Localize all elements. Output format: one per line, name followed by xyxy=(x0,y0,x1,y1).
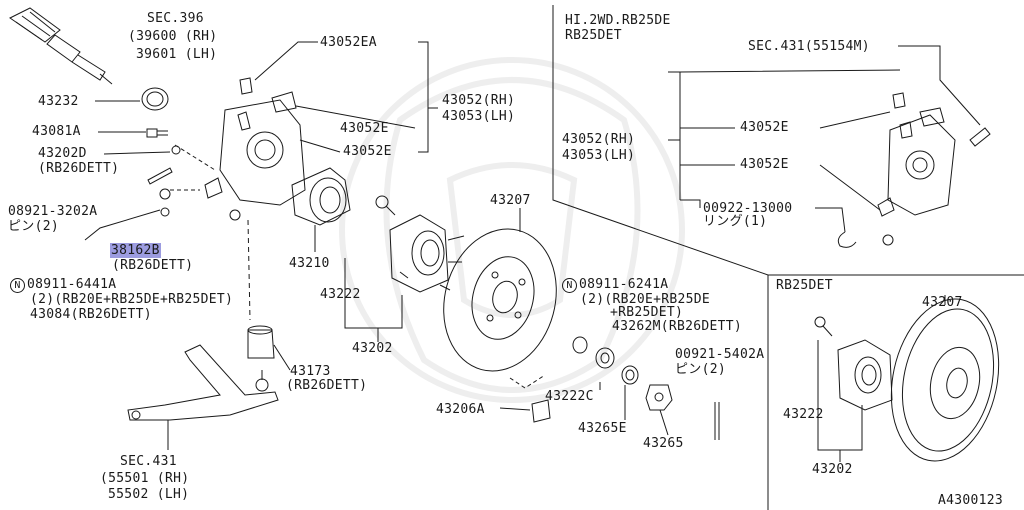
bracket-43052 xyxy=(418,41,438,153)
label-43052RH: 43052(RH) xyxy=(442,93,516,108)
label-rb25det-section: RB25DET xyxy=(776,278,833,293)
label-43222-b: 43222 xyxy=(783,407,824,422)
label-sec431: SEC.431 xyxy=(120,454,177,469)
label-43265: 43265 xyxy=(643,436,684,451)
label-08921-3202A: 08921-3202A xyxy=(8,204,98,219)
drive-shaft-drawing xyxy=(9,7,113,85)
label-rb25det-header: RB25DET xyxy=(565,28,622,43)
circled-n-icon: N xyxy=(10,278,25,293)
label-43202-b: 43202 xyxy=(812,462,853,477)
label-43202D: 43202D xyxy=(38,146,87,161)
label-hi2wd: HI.2WD.RB25DE xyxy=(565,13,671,28)
label-ring1: リング(1) xyxy=(703,214,768,229)
highlight-38162B: 38162B xyxy=(110,243,161,258)
label-43206A: 43206A xyxy=(436,402,485,417)
label-43210: 43210 xyxy=(289,256,330,271)
leader-00922 xyxy=(815,207,846,233)
lower-arm-drawing xyxy=(127,344,279,421)
hub-bearing-drawing xyxy=(291,167,351,226)
leader-43173 xyxy=(273,344,291,371)
label-43173: 43173 xyxy=(290,364,331,379)
nut xyxy=(159,188,171,200)
label-pin2-a: ピン(2) xyxy=(8,219,59,234)
label-43084: 43084(RB26DETT) xyxy=(30,307,152,322)
label-43053LH-b: 43053(LH) xyxy=(562,148,636,163)
label-00922-13000: 00922-13000 xyxy=(703,201,793,216)
bushing-drawing xyxy=(247,325,275,359)
leader-43265 xyxy=(659,409,669,436)
leader-43052E-a xyxy=(295,105,416,129)
watermark-emblem xyxy=(339,57,685,403)
knuckle-drawing xyxy=(204,77,306,221)
label-diagram-id: A4300123 xyxy=(938,493,1004,508)
leader-43202D xyxy=(103,151,171,155)
label-43222-a: 43222 xyxy=(320,287,361,302)
label-43052EA: 43052EA xyxy=(320,35,377,50)
leader-43052E-b xyxy=(299,139,341,153)
washer xyxy=(160,207,170,217)
washer-43202D xyxy=(171,145,181,155)
label-39600: (39600 (RH) xyxy=(128,29,218,44)
label-43207-b: 43207 xyxy=(922,295,963,310)
knuckle-rb25de-drawing xyxy=(837,92,991,248)
label-43081A: 43081A xyxy=(32,124,81,139)
bolt-43081A xyxy=(146,128,168,138)
label-43222C: 43222C xyxy=(545,389,594,404)
label-43052E-d: 43052E xyxy=(740,157,789,172)
label-43052E-a: 43052E xyxy=(340,121,389,136)
label-sec396: SEC.396 xyxy=(147,11,204,26)
label-43265E: 43265E xyxy=(578,421,627,436)
leader-sec431-55154 xyxy=(898,45,981,126)
circled-n-icon: N xyxy=(562,278,577,293)
label-08911-6441A-text: 08911-6441A xyxy=(27,277,117,292)
dash-lines-left xyxy=(170,144,216,191)
label-q2-a: (2)(RB20E+RB25DE+RB25DET) xyxy=(30,292,234,307)
label-43207-a: 43207 xyxy=(490,193,531,208)
label-43052RH-b: 43052(RH) xyxy=(562,132,636,147)
label-43202-a: 43202 xyxy=(352,341,393,356)
label-pin2-b: ピン(2) xyxy=(675,362,726,377)
label-43052E-b: 43052E xyxy=(343,144,392,159)
hub-disc-rb25det-drawing xyxy=(814,298,1000,462)
label-43232: 43232 xyxy=(38,94,79,109)
label-sec431-55154: SEC.431(55154M) xyxy=(748,39,870,54)
leader-43206A xyxy=(499,407,531,411)
oil-seal-drawing xyxy=(141,87,169,111)
label-rb26-b: (RB26DETT) xyxy=(112,258,194,273)
pin-08921 xyxy=(147,167,173,185)
label-08911-6241A-text: 08911-6241A xyxy=(579,277,669,292)
label-55502: 55502 (LH) xyxy=(108,487,190,502)
label-rb26-c: (RB26DETT) xyxy=(286,378,368,393)
label-43262M: 43262M(RB26DETT) xyxy=(612,319,743,334)
dash-line-knuckle-arm xyxy=(247,219,251,321)
panel-divider-top-right xyxy=(552,5,1024,276)
leader-43052EA xyxy=(254,41,318,81)
label-00921-5402A: 00921-5402A xyxy=(675,347,765,362)
brake-disc-drawing xyxy=(443,228,557,372)
bracket-43222-b xyxy=(817,340,863,462)
label-43053LH: 43053(LH) xyxy=(442,109,516,124)
leader-08911 xyxy=(84,209,161,241)
label-55501: (55501 (RH) xyxy=(100,471,190,486)
label-43052E-c: 43052E xyxy=(740,120,789,135)
small-parts-drawing xyxy=(531,336,720,440)
hub-assembly-drawing xyxy=(375,195,465,293)
label-rb26-a: (RB26DETT) xyxy=(38,161,120,176)
label-rb25det-b: +RB25DET) xyxy=(610,305,684,320)
bracket-43222 xyxy=(344,258,403,329)
label-38162B: 38162B xyxy=(110,243,161,258)
label-q2-b: (2)(RB20E+RB25DE xyxy=(580,292,711,307)
label-39601: 39601 (LH) xyxy=(136,47,218,62)
bracket-rb25de xyxy=(668,69,901,211)
